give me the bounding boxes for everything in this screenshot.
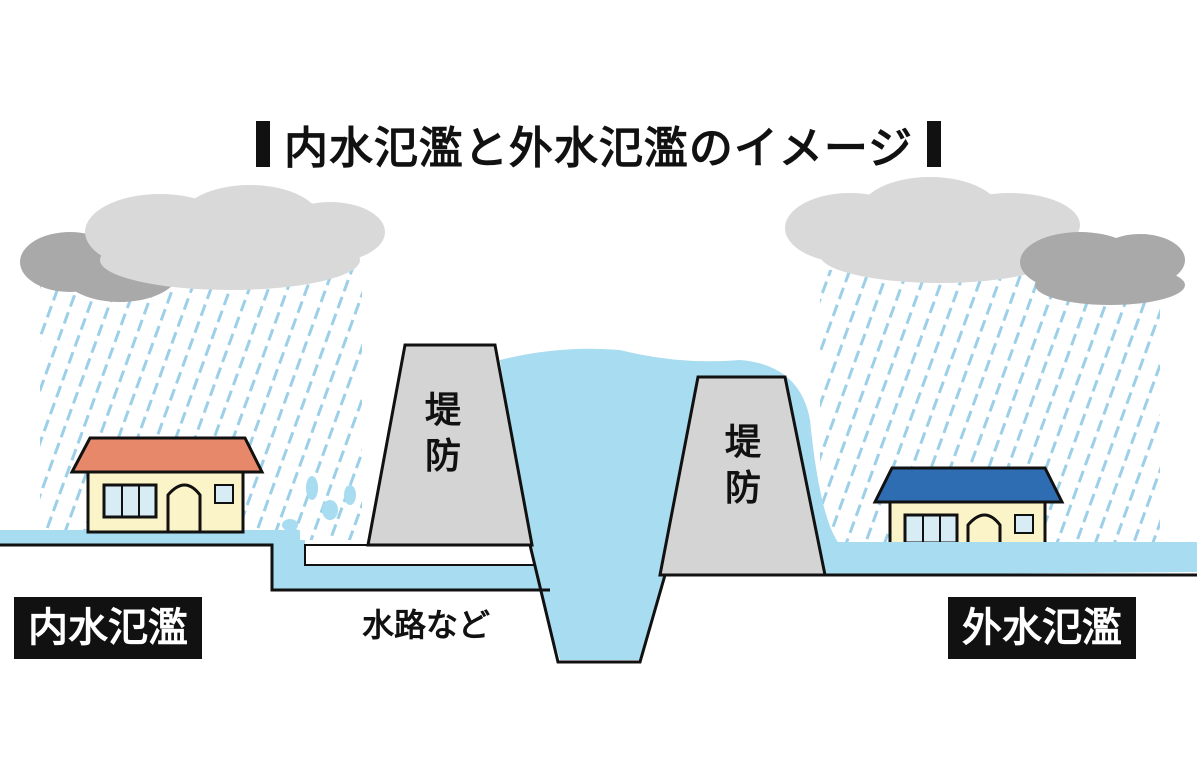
levee-left-label: 堤 防 [424,390,461,477]
title-text: 内水氾濫と外水氾濫のイメージ [283,123,914,174]
outer-flood-water [830,542,1197,552]
river-water [500,348,1197,660]
channel-inner [304,544,537,566]
diagram-title: 内水氾濫と外水氾濫のイメージ [242,116,955,174]
levee-left [366,343,534,547]
ground-left [0,543,550,592]
splash [282,476,356,531]
waterway-label: 水路など [362,606,491,644]
title-row: 内水氾濫と外水氾濫のイメージ [0,112,1197,176]
river-bed [528,544,667,664]
cloud-right [785,177,1185,305]
cloud-left [20,185,385,302]
house-left [69,436,265,534]
house-right [872,466,1065,550]
title-bar-right [927,121,942,167]
levee-right-label: 堤 防 [724,422,761,509]
inner-flood-label: 内水氾濫 [14,597,202,659]
levee-right [658,375,827,577]
outer-flood-label: 外水氾濫 [948,597,1136,659]
title-bar-left [255,121,270,167]
